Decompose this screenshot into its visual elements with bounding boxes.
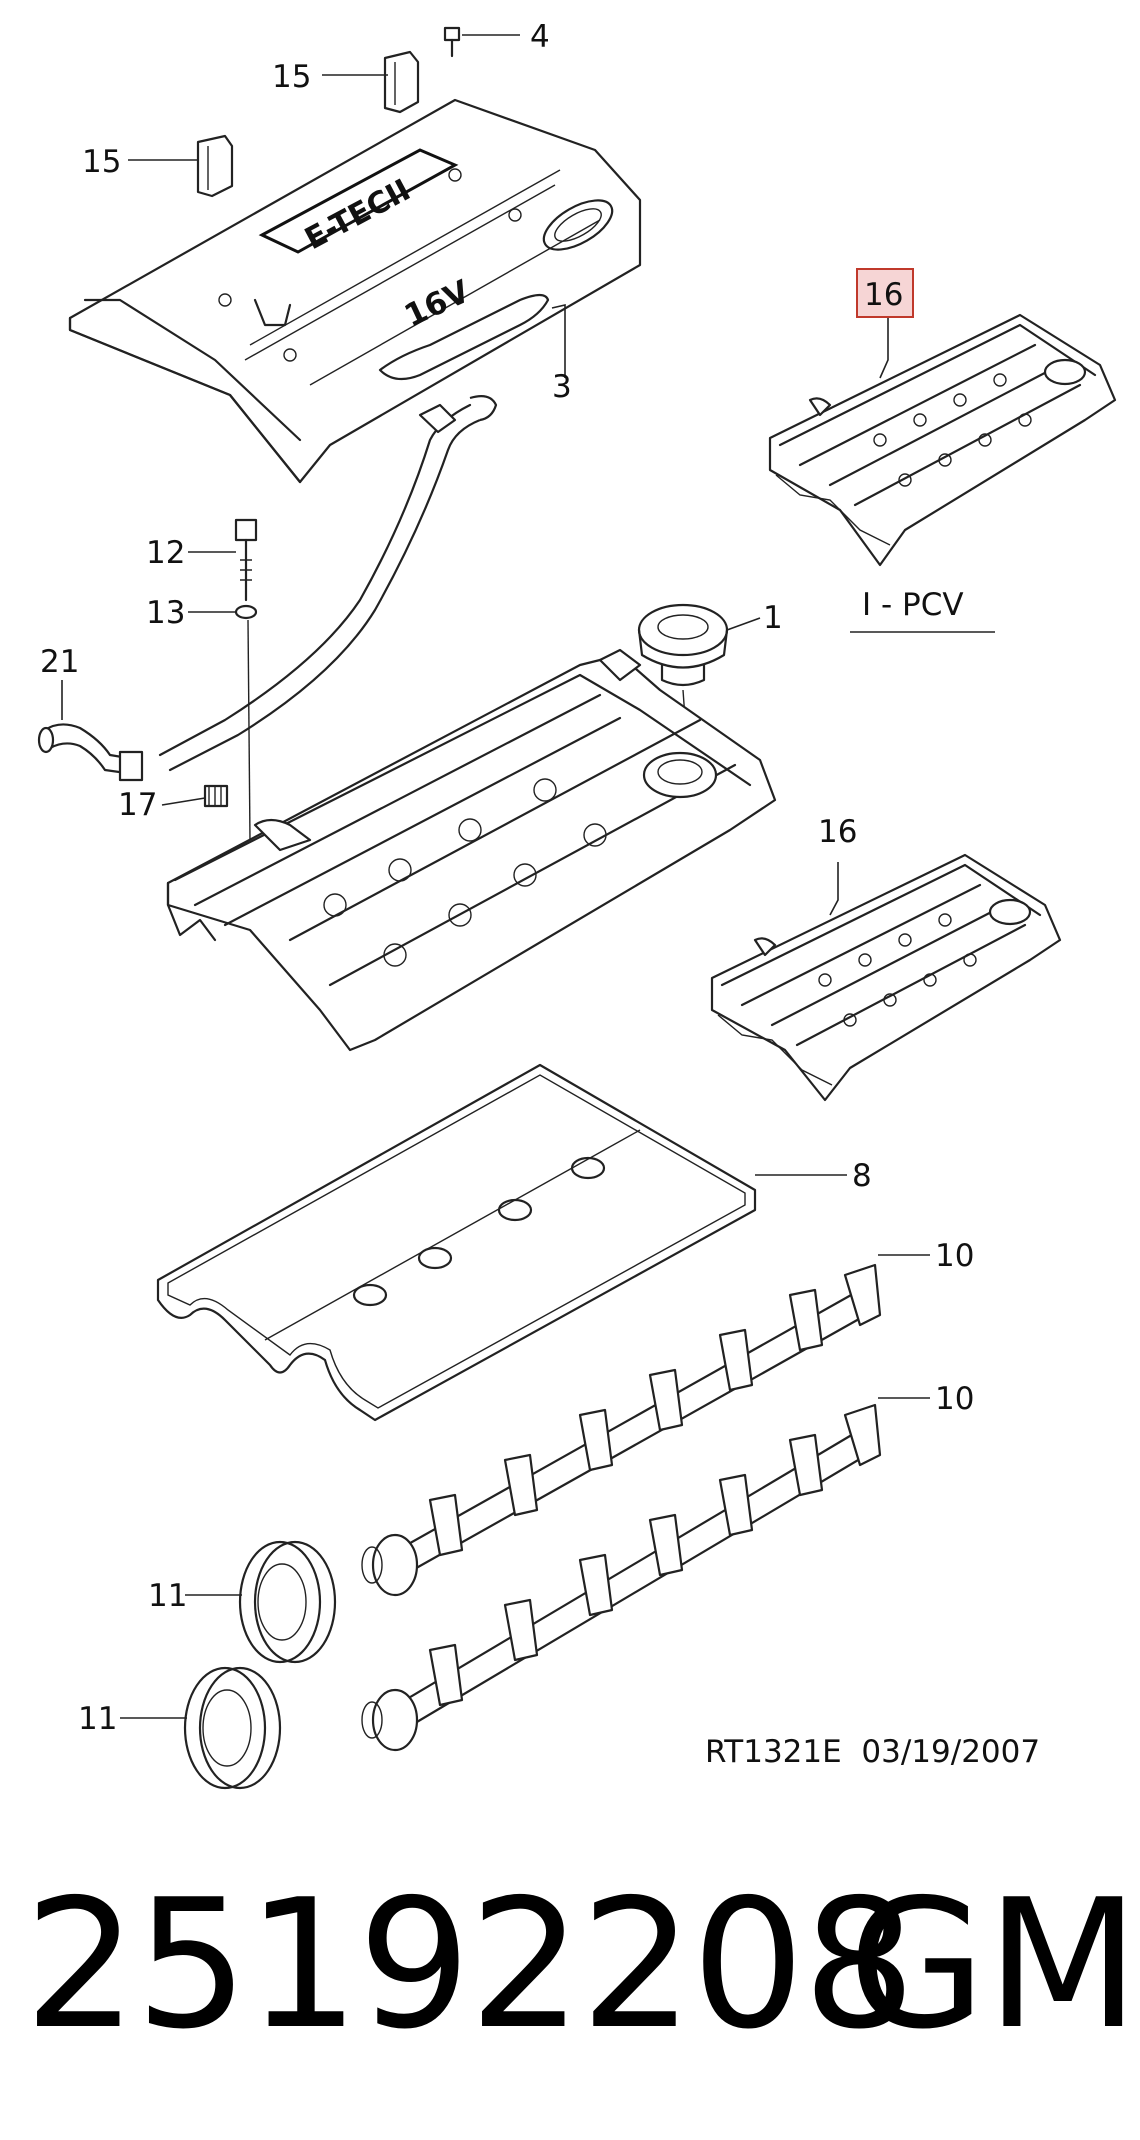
callout-1: 1 — [763, 600, 783, 636]
engine-cover-part-3 — [68, 98, 642, 484]
bolt-part-4 — [443, 26, 461, 58]
clip-part-15-upper — [383, 50, 420, 114]
callout-16-highlighted: 16 — [864, 277, 903, 313]
callout-21: 21 — [40, 644, 79, 680]
part-number: 25192208 — [24, 1861, 916, 2068]
camshaft-part-10-upper — [361, 1263, 882, 1597]
variant-label: I - PCV — [862, 587, 964, 623]
valve-cover-gasket-part-8 — [156, 1063, 757, 1422]
callout-13: 13 — [146, 595, 185, 631]
oil-seal-part-11-upper — [238, 1540, 337, 1664]
fitting-part-17 — [203, 784, 229, 808]
valve-cover-part-16 — [710, 853, 1062, 1102]
oil-seal-part-11-lower — [183, 1666, 282, 1790]
callout-10-lower: 10 — [935, 1381, 974, 1417]
callout-11-upper: 11 — [148, 1578, 187, 1614]
hose-part-21 — [37, 723, 144, 782]
callout-8: 8 — [852, 1158, 872, 1194]
callout-4: 4 — [530, 19, 550, 55]
valve-cover-part-16-highlighted — [768, 313, 1117, 567]
clip-part-15-lower — [196, 134, 234, 198]
washer-part-13 — [234, 604, 258, 620]
valve-cover-main — [166, 648, 777, 1052]
highlight-box-16 — [856, 268, 914, 318]
camshaft-part-10-lower — [361, 1403, 882, 1752]
callout-16: 16 — [818, 814, 857, 850]
callout-15-upper: 15 — [272, 59, 311, 95]
callout-10-upper: 10 — [935, 1238, 974, 1274]
callout-11-lower: 11 — [78, 1701, 117, 1737]
bolt-part-12 — [234, 518, 258, 602]
callout-17: 17 — [118, 787, 157, 823]
brand-name: GM — [848, 1861, 1140, 2068]
drawing-reference: RT1321E 03/19/2007 — [705, 1734, 1040, 1770]
breather-hose — [158, 395, 498, 772]
bolt-alignment-line — [247, 619, 251, 841]
callout-leaders — [61, 34, 930, 1719]
callout-12: 12 — [146, 535, 185, 571]
callout-3: 3 — [552, 369, 572, 405]
callout-15-lower: 15 — [82, 144, 121, 180]
